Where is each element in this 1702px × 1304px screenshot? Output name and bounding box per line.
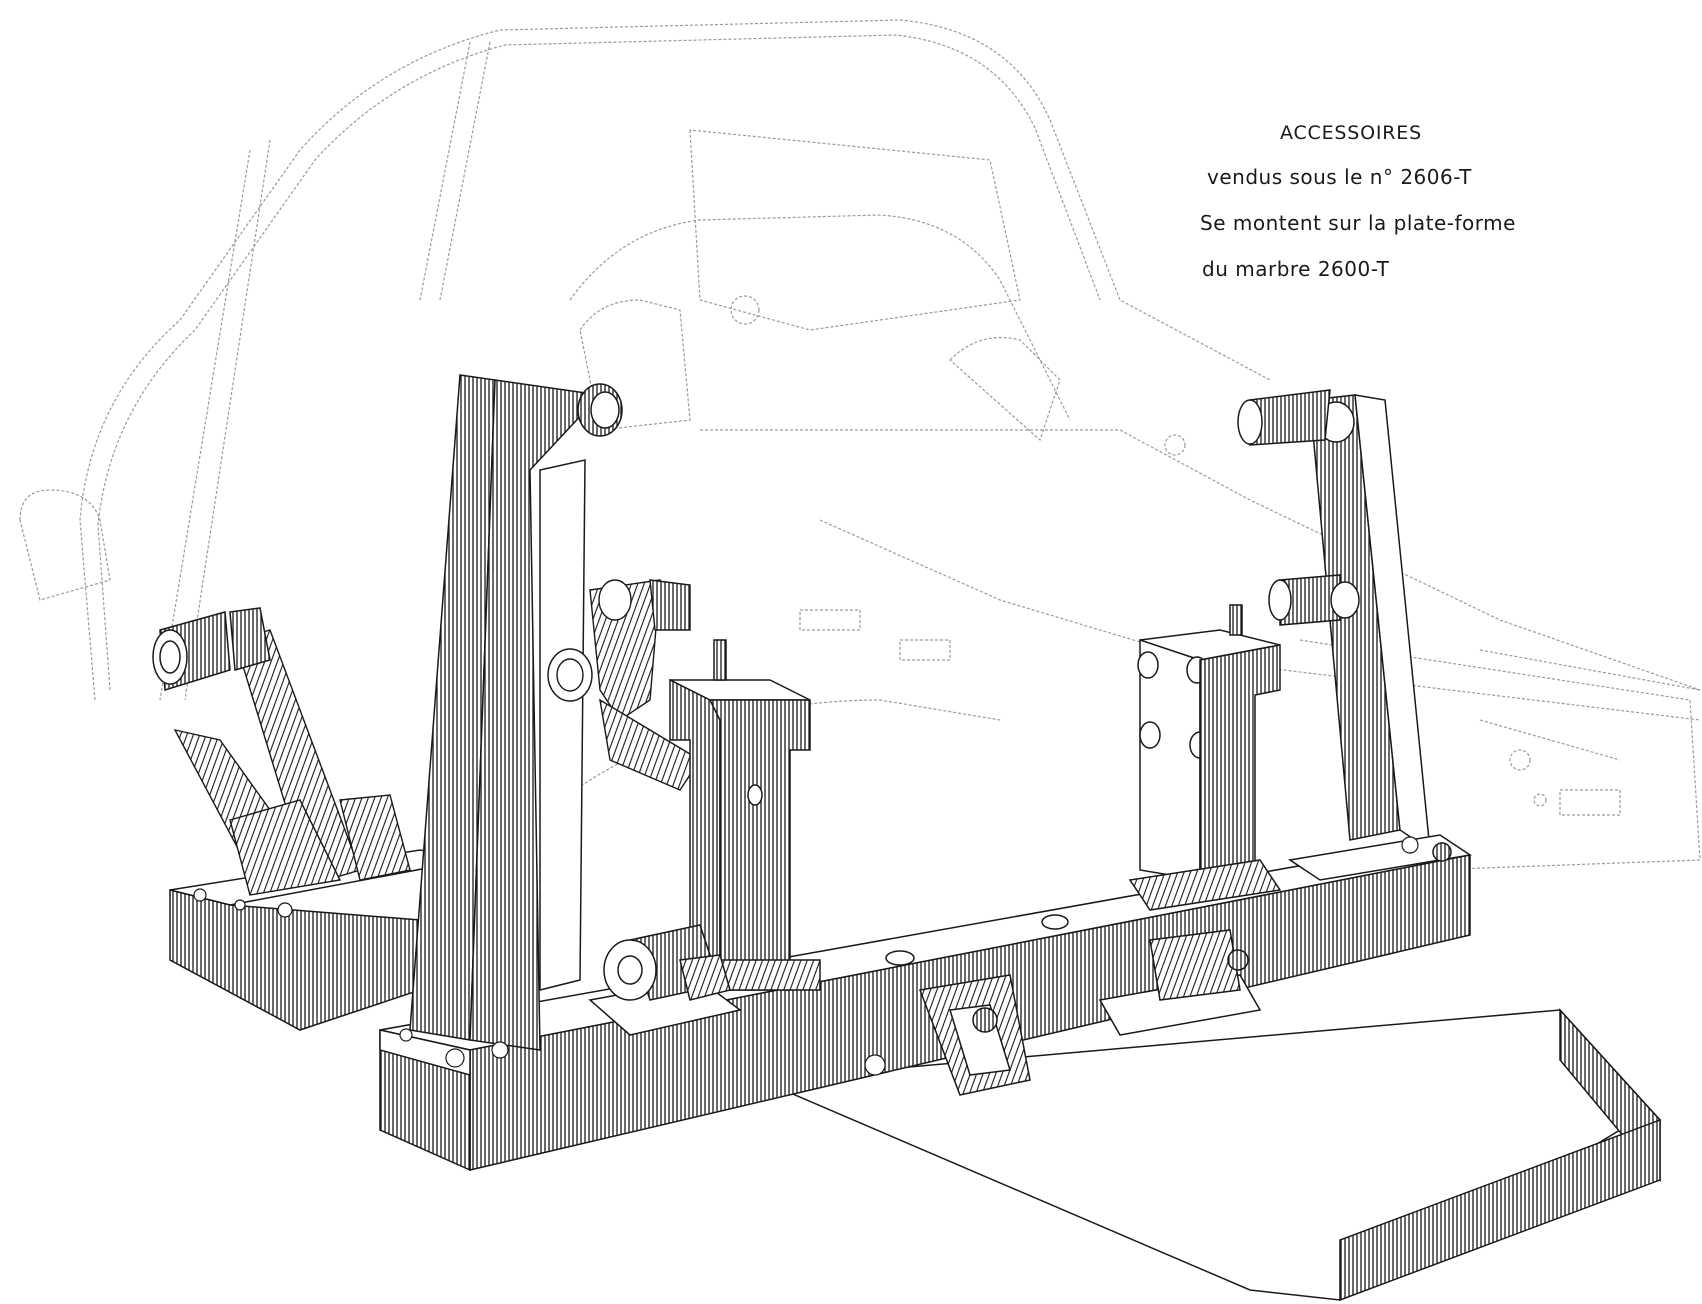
left-socket-cylinder: [152, 607, 271, 691]
upright-top-socket: [577, 383, 623, 437]
right-upright: [1237, 389, 1472, 881]
front-clamp: [918, 974, 1031, 1096]
caption-line-1: vendus sous le n° 2606-T: [1207, 165, 1472, 189]
caption-line-2: Se montent sur la plate-forme: [1200, 211, 1516, 235]
bearing-block: [588, 924, 742, 1036]
right-t-pillar: [1128, 604, 1282, 911]
middle-bracket-arm: [547, 579, 701, 791]
left-t-pillar: [669, 639, 821, 992]
caption-line-3: du marbre 2600-T: [1202, 257, 1390, 281]
caption-heading: ACCESSOIRES: [1280, 122, 1422, 144]
left-upright: [409, 374, 602, 1051]
caption-block: ACCESSOIRES vendus sous le n° 2606-T Se …: [1190, 120, 1570, 292]
left-bracket-arm: [173, 629, 411, 896]
right-base-clamp: [1098, 929, 1262, 1036]
bolts: [193, 836, 1419, 1076]
